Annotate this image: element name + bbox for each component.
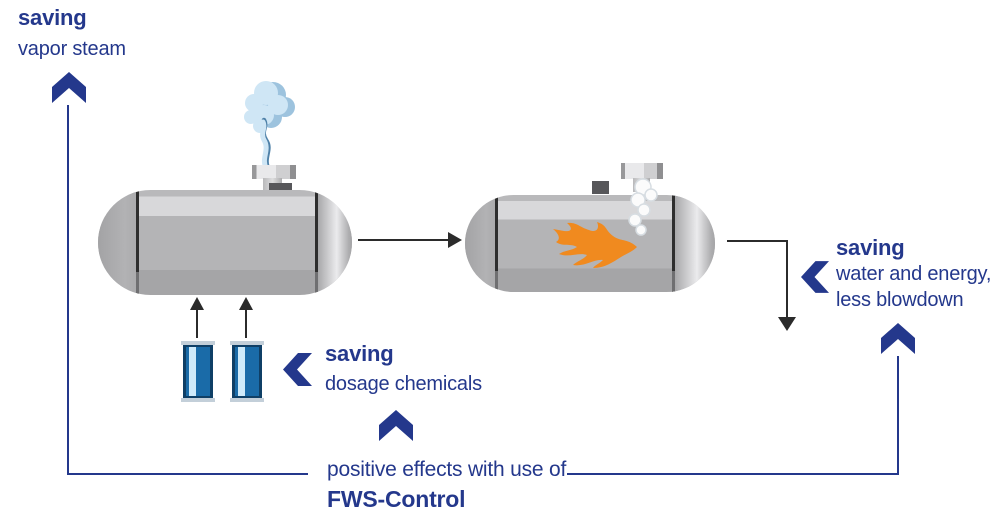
- blowdown-line-horizontal: [727, 240, 787, 242]
- cylinder-cap: [181, 398, 215, 402]
- dosing-arrow-up-icon: [239, 297, 253, 310]
- connector-line-bottom-right: [567, 473, 899, 475]
- label-saving-vapor-title: saving: [18, 5, 87, 30]
- flame-icon: [553, 222, 637, 268]
- chemical-cylinder: [230, 341, 264, 402]
- tank-seam-left: [136, 190, 139, 295]
- connector-line-bottom-left: [67, 473, 308, 475]
- cylinder-highlight: [189, 347, 196, 396]
- boiler-vent-block: [592, 181, 609, 194]
- footer-caption-line: positive effects with use of: [327, 458, 567, 481]
- footer-caption: positive effects with use of FWS-Control: [327, 457, 566, 513]
- label-saving-dosage-chemicals: saving dosage chemicals: [325, 341, 482, 397]
- cylinder-cap: [181, 341, 215, 345]
- blowdown-line-vertical: [786, 240, 788, 318]
- label-water-energy-line: water and energy,: [836, 263, 992, 285]
- tank-cap-right: [675, 195, 715, 292]
- connector-line-right-vertical: [897, 356, 899, 475]
- steam-cloud-icon: [244, 81, 295, 173]
- cylinder-body: [232, 345, 262, 398]
- chevron-up-icon: [881, 323, 915, 354]
- blowdown-arrow-down-icon: [778, 317, 796, 331]
- tank-cap-left: [98, 190, 136, 295]
- dosing-arrow-up-icon: [190, 297, 204, 310]
- label-vapor-steam-subtitle: vapor steam: [18, 38, 126, 60]
- cylinder-cap: [230, 341, 264, 345]
- chemical-cylinder: [181, 341, 215, 402]
- tank-seam-right: [315, 190, 318, 295]
- chevron-left-icon: [801, 261, 829, 293]
- tank-cap-right: [318, 190, 352, 295]
- connector-line-left-vertical: [67, 105, 69, 474]
- flow-line: [358, 239, 450, 241]
- label-saving-vapor-steam: saving vapor steam: [18, 5, 126, 62]
- label-saving-water-energy: saving water and energy, less blowdown: [836, 235, 991, 313]
- label-less-blowdown-line: less blowdown: [836, 289, 964, 311]
- cylinder-body: [183, 345, 213, 398]
- tank-seam-right: [672, 195, 675, 292]
- boiler-flange: [621, 163, 663, 179]
- chevron-up-icon: [52, 72, 86, 103]
- label-saving-dosage-title: saving: [325, 341, 394, 366]
- label-dosage-chemicals-subtitle: dosage chemicals: [325, 373, 482, 395]
- feedwater-tank: [98, 190, 352, 295]
- tank-cap-left: [465, 195, 495, 292]
- valve-flange: [252, 165, 296, 179]
- dosing-arrow-line: [196, 309, 198, 338]
- tank-seam-left: [495, 195, 498, 292]
- flow-arrow-right-icon: [448, 232, 462, 248]
- steam-puff-icon: [628, 178, 658, 236]
- chevron-up-icon: [379, 410, 413, 441]
- cylinder-cap: [230, 398, 264, 402]
- chevron-left-icon: [283, 353, 312, 386]
- dosing-arrow-line: [245, 309, 247, 338]
- footer-product-name: FWS-Control: [327, 486, 466, 512]
- cylinder-highlight: [238, 347, 245, 396]
- label-saving-water-title: saving: [836, 235, 905, 260]
